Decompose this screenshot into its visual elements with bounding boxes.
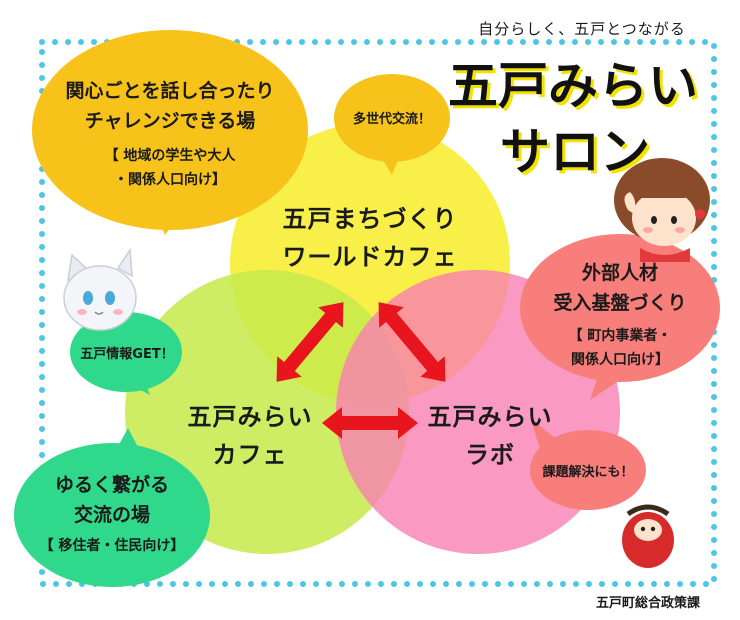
circle-left-line2: カフェ: [170, 436, 330, 474]
bubble-right-sub2: 関係人口向け】: [530, 348, 710, 372]
bubble-right-line2: 受入基盤づくり: [530, 288, 710, 318]
bubble-bottom-left-line1: ゆるく繋がる: [22, 470, 202, 500]
bubble-bottom-left-text: ゆるく繋がる 交流の場 【 移住者・住民向け】: [22, 470, 202, 558]
circle-left-line1: 五戸みらい: [170, 398, 330, 436]
footer-credit: 五戸町総合政策課: [560, 592, 700, 611]
bubble-top-left-line1: 関心ごとを話し合ったり: [48, 76, 292, 106]
circle-left-label: 五戸みらい カフェ: [170, 398, 330, 474]
circle-right-line1: 五戸みらい: [410, 398, 570, 436]
circle-top-line2: ワールドカフェ: [270, 238, 470, 276]
title-line-1: 五戸みらい: [438, 46, 708, 118]
bubble-bottom-left-line2: 交流の場: [22, 500, 202, 530]
title-line-2: サロン: [480, 112, 670, 184]
bubble-info-text: 五戸情報GET！: [74, 343, 180, 362]
bubble-top-left-line2: チャレンジできる場: [48, 106, 292, 136]
bubble-right-sub1: 【 町内事業者・: [530, 324, 710, 348]
bubble-multigen-text: 多世代交流！: [338, 108, 446, 127]
bubble-top-left-sub2: ・関係人口向け】: [48, 168, 292, 192]
daruma-mascot-illustration: [622, 507, 674, 568]
bubble-right-line1: 外部人材: [530, 258, 710, 288]
circle-top-label: 五戸まちづくり ワールドカフェ: [270, 200, 470, 276]
bubble-right-text: 外部人材 受入基盤づくり 【 町内事業者・ 関係人口向け】: [530, 258, 710, 372]
circle-top-line1: 五戸まちづくり: [270, 200, 470, 238]
bubble-top-left-text: 関心ごとを話し合ったり チャレンジできる場 【 地域の学生や大人 ・関係人口向け…: [48, 76, 292, 192]
header-subtitle: 自分らしく、五戸とつながる: [462, 18, 702, 39]
bubble-top-left-sub1: 【 地域の学生や大人: [48, 144, 292, 168]
bubble-bottom-left-sub1: 【 移住者・住民向け】: [22, 534, 202, 558]
bubble-problem-text: 課題解決にも！: [530, 461, 646, 480]
cat-mascot-illustration: [64, 250, 136, 330]
